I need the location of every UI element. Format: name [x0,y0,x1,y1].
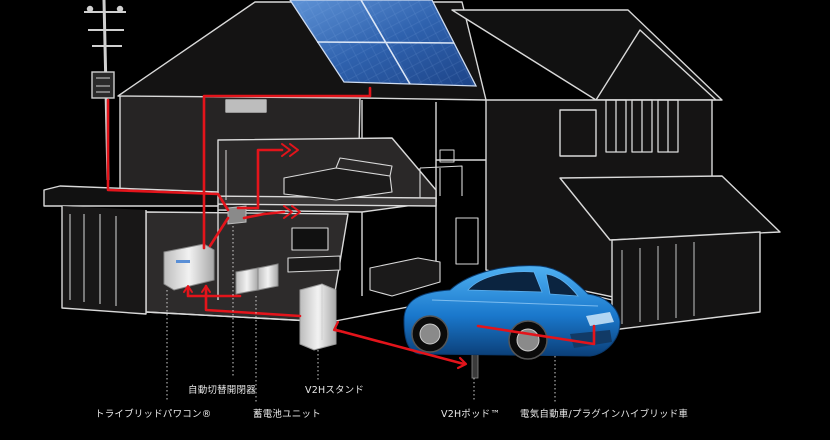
upper-windows [605,99,679,153]
inverter-switch-line [208,216,230,248]
lower-load-line [242,210,286,220]
house [43,1,781,331]
v2h-stand [299,283,337,351]
pod-car-line [476,324,596,346]
leader-lines [166,226,556,402]
ev-phev-label: 電気自動車/プラグインハイブリッド車 [520,409,689,420]
v2h-stand-label: V2Hスタンド [305,385,365,396]
tri-hybrid-label: トライブリッドパワコン® [95,409,212,420]
left-porch [43,185,219,207]
v2h-pod-label: V2Hポッド™ [441,409,501,420]
electric-car [403,265,621,360]
garage-wall [611,231,761,331]
power-lines [106,86,596,370]
inverter-battery-line [186,286,242,298]
solar-panels [289,0,478,87]
upper-load-line [236,148,284,210]
sofa [369,257,441,297]
right-gable [595,29,717,101]
right-roof [451,9,723,101]
storage-unit-label: 蓄電池ユニット [253,409,321,420]
right-lower-roof [559,175,781,241]
desk [419,165,463,198]
grid-line [106,98,230,212]
auto-switch-label: 自動切替開閉器 [188,385,256,396]
storage-battery [235,267,259,295]
tv-stand [287,255,341,273]
stand-pod-line [334,328,466,366]
inverter-stand-line [204,284,302,318]
solar-line [202,86,372,250]
